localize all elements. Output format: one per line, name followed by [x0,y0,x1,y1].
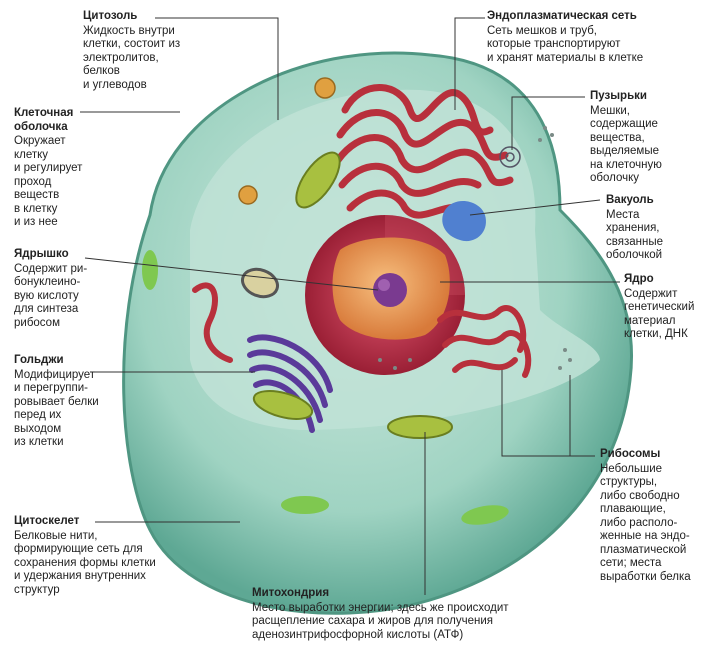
label-ribosomes: Рибосомы Небольшие структуры, либо свобо… [600,448,704,584]
label-mitochondria-title: Митохондрия [252,587,330,599]
label-golgi: Гольджи Модифицирует и перегруппи- ровыв… [14,354,114,450]
label-er-title: Эндоплазматическая сеть [487,10,637,22]
label-vesicles-title: Пузырьки [590,90,647,102]
label-cytosol: Цитозоль Жидкость внутри клетки, состоит… [83,10,253,92]
label-vacuole: Вакуоль Места хранения, связанные оболоч… [606,194,702,263]
leader-ribosomes [501,370,595,457]
label-cytoskeleton: Цитоскелет Белковые нити, формирующие се… [14,515,194,597]
label-mitochondria: Митохондрия Место выработки энергии; зде… [252,587,552,642]
label-nucleolus-desc: Содержит ри- бонуклеино- вую кислоту для… [14,262,88,329]
label-membrane: Клеточная оболочка Окружает клетку и рег… [14,107,114,230]
label-er: Эндоплазматическая сеть Сеть мешков и тр… [487,10,702,65]
label-golgi-desc: Модифицирует и перегруппи- ровывает белк… [14,368,99,449]
label-nucleus-desc: Содержит генетический материал клетки, Д… [624,287,695,341]
label-membrane-desc: Окружает клетку и регулирует проход веще… [14,135,83,228]
label-vesicles-desc: Мешки, содержащие вещества, выделяемые н… [590,104,662,185]
label-cytosol-title: Цитозоль [83,10,138,22]
label-membrane-title: Клеточная оболочка [14,107,74,133]
label-nucleus: Ядро Содержит генетический материал клет… [624,273,704,342]
leader-vacuole [469,199,601,216]
leader-lines [80,17,620,595]
label-golgi-title: Гольджи [14,354,64,366]
vesicle-small [238,77,336,205]
label-mitochondria-desc: Место выработки энергии; здесь же происх… [252,601,509,641]
leader-nucleolus [84,257,379,291]
mitochondria-green [142,250,509,525]
label-cytoskeleton-title: Цитоскелет [14,515,80,527]
label-er-desc: Сеть мешков и труб, которые транспортиру… [487,24,644,64]
leader-er [454,17,485,110]
label-cytosol-desc: Жидкость внутри клетки, состоит из элект… [83,24,181,91]
label-nucleolus-title: Ядрышко [14,248,69,260]
label-ribosomes-title: Рибосомы [600,448,661,460]
er-right [192,282,532,378]
leader-vesicles [511,96,585,150]
label-vesicles: Пузырьки Мешки, содержащие вещества, выд… [590,90,702,186]
golgi [247,334,333,433]
vacuole [442,200,486,242]
label-nucleolus: Ядрышко Содержит ри- бонуклеино- вую кис… [14,248,114,330]
label-ribosomes-desc: Небольшие структуры, либо свободно плава… [600,462,691,583]
label-vacuole-desc: Места хранения, связанные оболочкой [606,208,663,262]
ribosome-dots [378,126,572,370]
label-cytoskeleton-desc: Белковые нити, формирующие сеть для сохр… [14,529,156,596]
nucleolus [373,273,407,307]
mitochondria [252,151,453,439]
label-vacuole-title: Вакуоль [606,194,654,206]
leader-cytosol [155,17,279,120]
label-nucleus-title: Ядро [624,273,654,285]
vesicle-right [499,146,521,168]
nucleus [305,215,465,375]
